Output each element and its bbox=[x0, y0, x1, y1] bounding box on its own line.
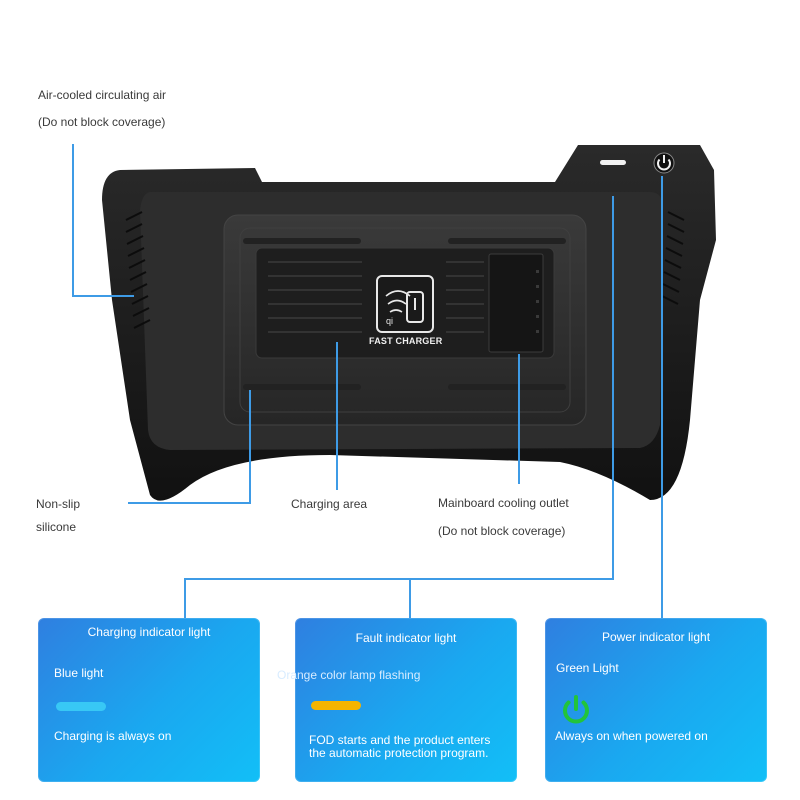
left-cooling-vent bbox=[125, 211, 151, 329]
power-icon bbox=[653, 152, 675, 174]
leader-air-vertical bbox=[72, 144, 74, 296]
callout-mainboard-note: (Do not block coverage) bbox=[438, 524, 566, 538]
card-description: Always on when powered on bbox=[555, 729, 708, 743]
leader-mainboard bbox=[518, 354, 520, 484]
fast-charger-badge: FAST CHARGER bbox=[369, 336, 443, 346]
leader-nonslip-vertical bbox=[249, 390, 251, 504]
right-cooling-vent bbox=[661, 211, 685, 305]
callout-air-note: (Do not block coverage) bbox=[38, 115, 166, 129]
callout-silicone: silicone bbox=[36, 520, 77, 534]
leader-power-vertical bbox=[661, 176, 663, 619]
leader-card1-drop bbox=[184, 578, 186, 619]
fault-indicator-card: Fault indicator light Orange color lamp … bbox=[277, 618, 517, 782]
svg-text:qi: qi bbox=[386, 316, 393, 326]
charging-indicator-card: Charging indicator light Blue light Char… bbox=[38, 618, 260, 782]
card-title: Charging indicator light bbox=[87, 625, 211, 639]
callout-mainboard: Mainboard cooling outlet bbox=[438, 496, 569, 510]
wireless-charging-icon: qi bbox=[376, 275, 434, 333]
card-color-label: Blue light bbox=[54, 666, 104, 680]
card-title: Power indicator light bbox=[601, 630, 711, 644]
green-power-icon bbox=[563, 695, 589, 724]
leader-indicator-vertical bbox=[612, 196, 614, 580]
callout-air-cooled: Air-cooled circulating air bbox=[38, 88, 167, 102]
callout-charging-area: Charging area bbox=[291, 497, 368, 511]
card-description: FOD starts and the product enters the au… bbox=[309, 733, 491, 760]
leader-card2-drop bbox=[409, 578, 411, 619]
blue-indicator-bar bbox=[56, 702, 106, 711]
callout-nonslip: Non-slip bbox=[36, 497, 81, 511]
mainboard-cooling-outlet-grille bbox=[488, 253, 544, 353]
card-color-label: Green Light bbox=[556, 661, 619, 675]
leader-air-horizontal bbox=[72, 295, 134, 297]
leader-nonslip-horizontal bbox=[128, 502, 250, 504]
power-indicator-card: Power indicator light Green Light Always… bbox=[545, 618, 767, 782]
orange-indicator-bar bbox=[311, 701, 361, 710]
indicator-bar-icon bbox=[600, 160, 626, 165]
leader-indicator-horizontal bbox=[184, 578, 614, 580]
card-title: Fault indicator light bbox=[355, 631, 457, 645]
card-color-label: Orange color lamp flashing bbox=[277, 668, 421, 682]
card-description: Charging is always on bbox=[54, 729, 172, 743]
leader-charging-area bbox=[336, 342, 338, 490]
